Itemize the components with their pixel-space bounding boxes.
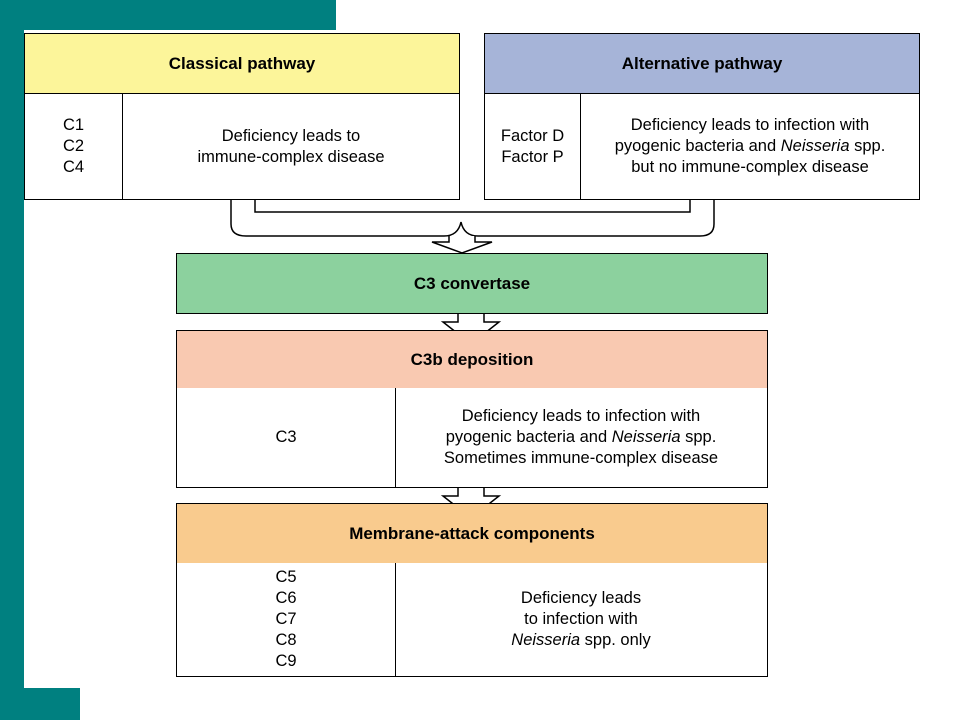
alternative-pathway-box: Alternative pathway Factor D Factor P De… xyxy=(484,33,920,200)
alternative-components: Factor D Factor P xyxy=(500,126,565,166)
alternative-effect-line2: pyogenic bacteria and Neisseria spp. xyxy=(615,136,886,157)
alternative-effect-line3: but no immune-complex disease xyxy=(631,158,869,176)
alternative-effect-line2-post: spp. xyxy=(849,137,886,155)
deposition-components: C3 xyxy=(275,427,297,446)
alternative-effect-line2-italic: Neisseria xyxy=(780,137,850,155)
membrane-divider xyxy=(395,563,396,676)
deposition-effect-line1: Deficiency leads to infection with xyxy=(461,406,701,425)
membrane-effect-line3: Neisseria spp. only xyxy=(511,630,650,651)
classical-pathway-box: Classical pathway C1 C2 C4 Deficiency le… xyxy=(24,33,460,200)
teal-top-bar xyxy=(0,0,336,30)
classical-effect: Deficiency leads to immune-complex disea… xyxy=(197,126,385,166)
alternative-pathway-header: Alternative pathway xyxy=(485,34,919,94)
membrane-effect: Deficiency leads to infection with Neiss… xyxy=(396,563,766,675)
arrow-to-convertase xyxy=(431,236,493,254)
membrane-attack-header: Membrane-attack components xyxy=(176,503,768,564)
membrane-effect-line3-italic: Neisseria xyxy=(511,630,581,649)
c3b-deposition-box: C3 Deficiency leads to infection with py… xyxy=(176,388,768,488)
membrane-attack-box: C5 C6 C7 C8 C9 Deficiency leads to infec… xyxy=(176,563,768,677)
alternative-divider xyxy=(580,94,581,199)
classical-components: C1 C2 C4 xyxy=(62,116,85,176)
alternative-effect-line1: Deficiency leads to infection with xyxy=(630,116,870,134)
alternative-effect-line2-pre: pyogenic bacteria and xyxy=(614,137,781,155)
deposition-divider xyxy=(395,388,396,487)
membrane-effect-line3-post: spp. only xyxy=(580,630,651,649)
deposition-effect-line2-post: spp. xyxy=(680,427,717,446)
deposition-effect-line2-italic: Neisseria xyxy=(611,427,681,446)
teal-left-bar xyxy=(0,0,24,720)
c3b-deposition-header: C3b deposition xyxy=(176,330,768,389)
deposition-effect-line3: Sometimes immune-complex disease xyxy=(443,448,719,467)
c3-convertase-bar: C3 convertase xyxy=(176,253,768,314)
membrane-effect-line1: Deficiency leads xyxy=(520,588,642,607)
teal-bottom-block xyxy=(0,688,80,720)
membrane-components: C5 C6 C7 C8 C9 xyxy=(275,567,297,670)
classical-pathway-header: Classical pathway xyxy=(25,34,459,94)
deposition-effect-line2-pre: pyogenic bacteria and xyxy=(445,427,612,446)
deposition-effect-line2: pyogenic bacteria and Neisseria spp. xyxy=(446,427,717,448)
classical-divider xyxy=(122,94,123,199)
deposition-effect: Deficiency leads to infection with pyoge… xyxy=(396,388,766,486)
merge-bracket xyxy=(230,200,715,237)
membrane-effect-line2: to infection with xyxy=(524,609,638,628)
alternative-effect: Deficiency leads to infection with pyoge… xyxy=(581,94,919,199)
